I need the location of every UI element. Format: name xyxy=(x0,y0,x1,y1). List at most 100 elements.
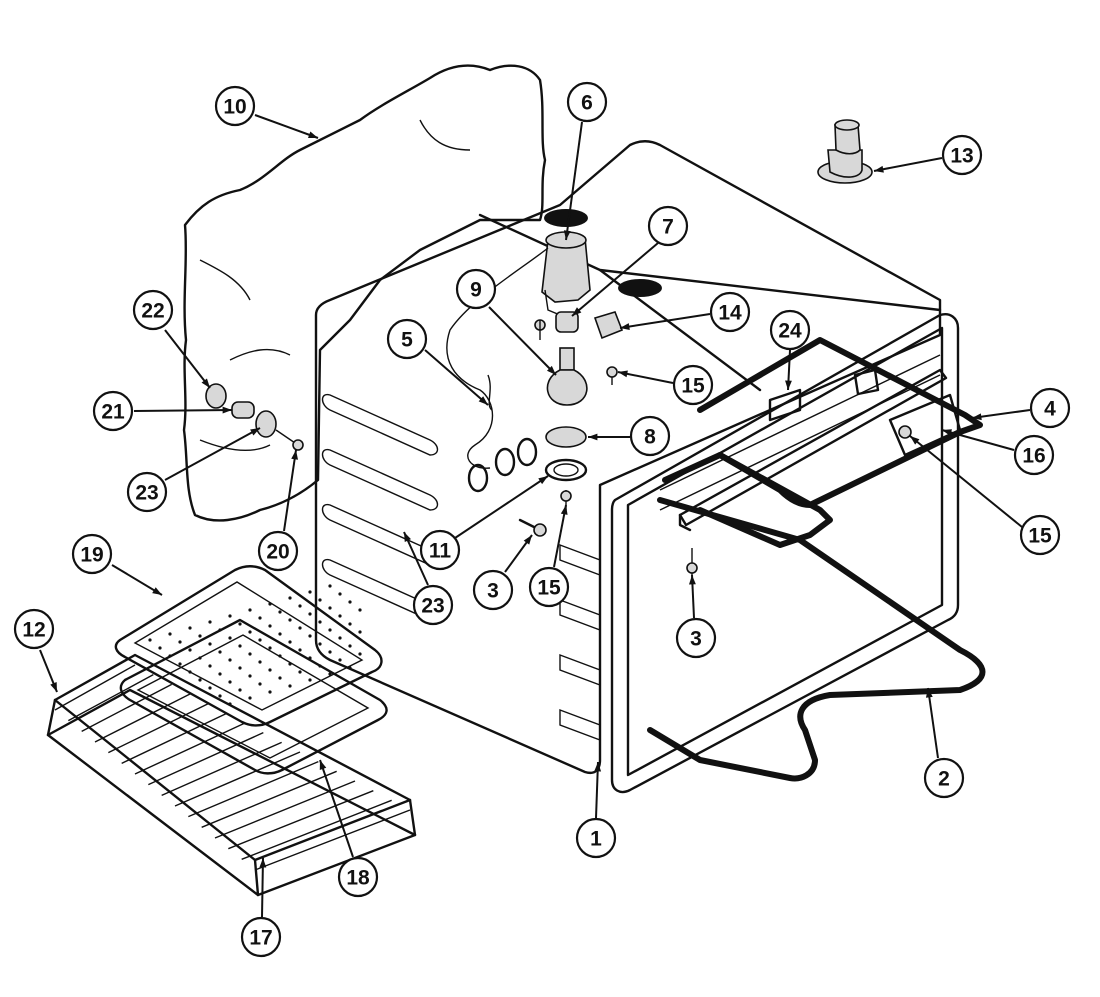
rack-wire xyxy=(121,712,227,764)
insert-slot-dot xyxy=(238,644,242,648)
callout-12-arrowhead xyxy=(50,682,57,692)
callout-23b-leader xyxy=(403,531,429,586)
callout-15a-circle xyxy=(672,364,714,406)
callout-9-leader xyxy=(488,306,557,376)
insert-slot-dot xyxy=(258,616,262,620)
insert-slot-dot xyxy=(208,686,212,690)
callout-7: 7 xyxy=(571,205,689,317)
insert-slot-dot xyxy=(338,658,342,662)
callout-22-arrowhead xyxy=(201,378,210,388)
rack-wire xyxy=(94,693,191,743)
callout-20-label: 20 xyxy=(266,541,289,564)
insert-slot-dot xyxy=(178,640,182,644)
insert-slot-dot xyxy=(348,666,352,670)
callout-15c-circle xyxy=(1019,514,1061,556)
callout-14: 14 xyxy=(619,291,751,333)
insert-slot-dot xyxy=(298,670,302,674)
callout-10-arrowhead xyxy=(308,131,318,138)
callout-22-circle xyxy=(132,289,174,331)
callout-11-circle xyxy=(419,529,461,571)
callout-16-circle xyxy=(1013,434,1055,476)
broiler-pan-insert xyxy=(114,565,383,727)
bracket-clip xyxy=(593,311,624,340)
callout-16-label: 16 xyxy=(1022,445,1045,468)
element-bracket xyxy=(678,368,948,527)
callout-6-label: 6 xyxy=(581,92,593,115)
callout-19-arrowhead xyxy=(152,587,162,595)
rack-wire xyxy=(134,722,246,775)
callout-13-label: 13 xyxy=(950,145,973,168)
rear-bushing xyxy=(205,383,227,409)
insert-slot-dot xyxy=(218,650,222,654)
insert-slot-dot xyxy=(158,646,162,650)
insert-slot-dot xyxy=(228,614,232,618)
callout-15b-arrowhead xyxy=(560,505,568,515)
insert-slot-dot xyxy=(268,690,272,694)
callout-6: 6 xyxy=(563,81,608,241)
insert-slot-dot xyxy=(328,628,332,632)
callout-8: 8 xyxy=(588,415,671,457)
rack-wire xyxy=(81,683,172,732)
callout-17: 17 xyxy=(240,857,282,958)
callout-10: 10 xyxy=(214,85,319,139)
insert-slot-dot xyxy=(348,600,352,604)
insert-slot-dot xyxy=(208,620,212,624)
insert-slot-dot xyxy=(268,646,272,650)
insert-slot-dot xyxy=(328,584,332,588)
callout-18-label: 18 xyxy=(346,867,370,890)
insert-slot-dot xyxy=(148,638,152,642)
callout-1: 1 xyxy=(575,761,617,859)
bake-element xyxy=(647,497,986,782)
light-socket xyxy=(541,231,591,316)
callout-17-label: 17 xyxy=(249,927,272,950)
callout-2-label: 2 xyxy=(938,768,950,791)
top-vent-right xyxy=(618,279,662,297)
insert-slot-dot xyxy=(288,596,292,600)
oven-cavity xyxy=(314,140,942,774)
callout-14-circle xyxy=(709,291,751,333)
callout-3a-label: 3 xyxy=(487,580,499,603)
callout-14-arrowhead xyxy=(620,323,630,330)
callout-12-label: 12 xyxy=(22,619,45,642)
callout-16: 16 xyxy=(941,429,1055,476)
callout-13: 13 xyxy=(873,134,983,176)
oven-rack-wires xyxy=(54,664,411,871)
insert-slot-dot xyxy=(208,642,212,646)
insert-slot-dot xyxy=(258,660,262,664)
callout-10-circle xyxy=(214,85,256,127)
insert-slot-dot xyxy=(188,648,192,652)
insert-slot-dot xyxy=(188,670,192,674)
insert-slot-dot xyxy=(218,694,222,698)
rack-wire xyxy=(254,809,411,871)
callout-23a-arrowhead xyxy=(250,428,260,436)
callout-5-circle xyxy=(386,318,428,360)
insert-slot-dot xyxy=(218,672,222,676)
callout-22-leader xyxy=(164,329,211,389)
cavity-front-frame xyxy=(610,313,960,794)
callout-5: 5 xyxy=(386,318,489,406)
insert-slot-dot xyxy=(318,642,322,646)
callout-23b-arrowhead xyxy=(404,532,411,542)
callout-4-arrowhead xyxy=(972,413,982,421)
callout-24-label: 24 xyxy=(778,320,802,343)
callout-9: 9 xyxy=(455,268,557,376)
insert-slot-dot xyxy=(318,620,322,624)
insert-slot-dot xyxy=(288,684,292,688)
callout-13-arrowhead xyxy=(874,165,884,173)
insert-slot-dot xyxy=(338,592,342,596)
callout-23a-circle xyxy=(126,471,168,513)
callout-19-circle xyxy=(71,533,113,575)
insert-slot-dot xyxy=(248,696,252,700)
insert-slot-dot xyxy=(348,644,352,648)
callout-22-label: 22 xyxy=(141,300,164,323)
callout-11-label: 11 xyxy=(429,540,452,563)
callout-2-circle xyxy=(923,757,965,799)
insert-slot-dot xyxy=(288,618,292,622)
insert-slot-dot xyxy=(308,612,312,616)
insert-slot-dot xyxy=(208,664,212,668)
element-terminal-bracket xyxy=(888,393,962,457)
callout-18: 18 xyxy=(319,759,379,898)
callout-7-circle xyxy=(647,205,689,247)
callout-15c-arrowhead xyxy=(910,436,920,445)
